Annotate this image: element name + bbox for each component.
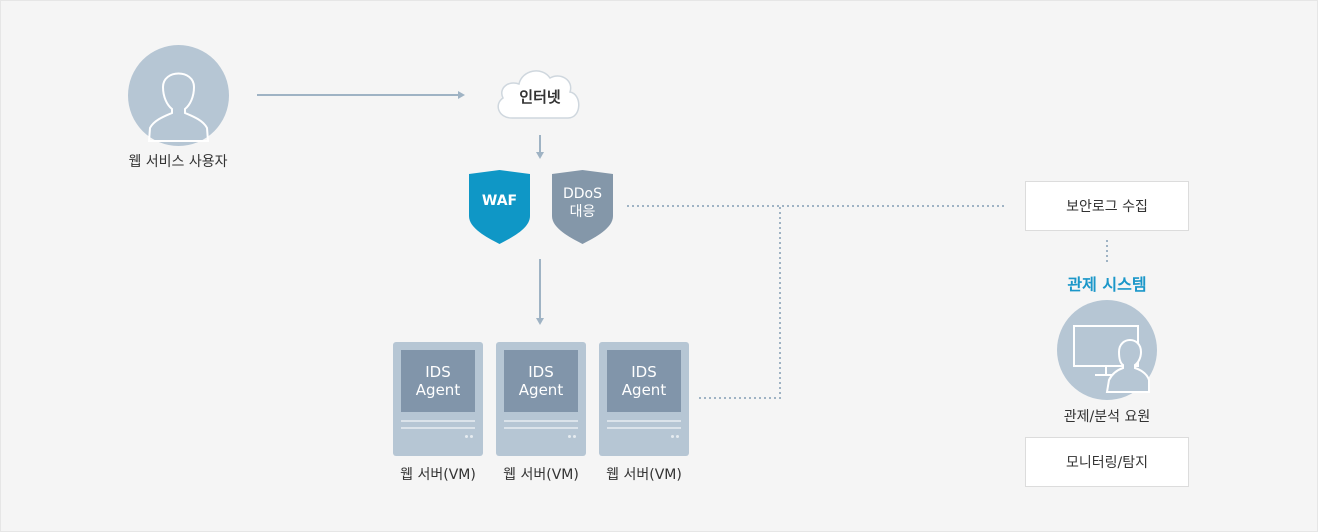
server-led xyxy=(568,435,571,438)
arrowhead-firewall-to-servers xyxy=(536,318,544,325)
analyst-label: 관제/분석 요원 xyxy=(1063,409,1151,425)
web-server-3: IDS Agent xyxy=(599,342,689,456)
server-slot xyxy=(504,420,578,422)
server-screen-line2: Agent xyxy=(621,381,667,399)
monitoring-box: 모니터링/탐지 xyxy=(1025,437,1189,487)
monitor-person-icon xyxy=(1057,300,1157,400)
server-slot xyxy=(401,427,475,429)
server-slot xyxy=(607,427,681,429)
control-system-title: 관제 시스템 xyxy=(1067,275,1147,294)
waf-shield-icon xyxy=(469,170,530,244)
arrowhead-internet-to-firewall xyxy=(536,152,544,159)
server-screen-line2: Agent xyxy=(415,381,461,399)
server-led xyxy=(465,435,468,438)
server-screen: IDS Agent xyxy=(401,350,475,412)
ddos-shield-icon xyxy=(552,170,613,244)
server-screen-line1: IDS xyxy=(425,363,451,381)
web-server-2-label: 웹 서버(VM) xyxy=(503,467,579,483)
internet-label: 인터넷 xyxy=(519,88,561,106)
web-server-1-label: 웹 서버(VM) xyxy=(400,467,476,483)
user-avatar-icon xyxy=(128,45,229,146)
server-screen: IDS Agent xyxy=(607,350,681,412)
server-led xyxy=(573,435,576,438)
server-screen-line1: IDS xyxy=(631,363,657,381)
arrowhead-user-to-internet xyxy=(458,91,465,99)
web-server-2: IDS Agent xyxy=(496,342,586,456)
server-led xyxy=(676,435,679,438)
ddos-label-line2: 대응 xyxy=(569,204,596,220)
server-led xyxy=(671,435,674,438)
web-server-1: IDS Agent xyxy=(393,342,483,456)
server-slot xyxy=(401,420,475,422)
server-screen-line1: IDS xyxy=(528,363,554,381)
server-screen-line2: Agent xyxy=(518,381,564,399)
dotted-link-servers-to-log xyxy=(699,206,781,399)
server-slot xyxy=(607,420,681,422)
server-led xyxy=(470,435,473,438)
ddos-label-line1: DDoS xyxy=(562,186,602,202)
waf-label: WAF xyxy=(481,193,518,209)
log-collect-box: 보안로그 수집 xyxy=(1025,181,1189,231)
cloud-icon xyxy=(490,60,586,126)
server-slot xyxy=(504,427,578,429)
server-screen: IDS Agent xyxy=(504,350,578,412)
web-server-3-label: 웹 서버(VM) xyxy=(606,467,682,483)
user-label: 웹 서비스 사용자 xyxy=(128,154,228,170)
